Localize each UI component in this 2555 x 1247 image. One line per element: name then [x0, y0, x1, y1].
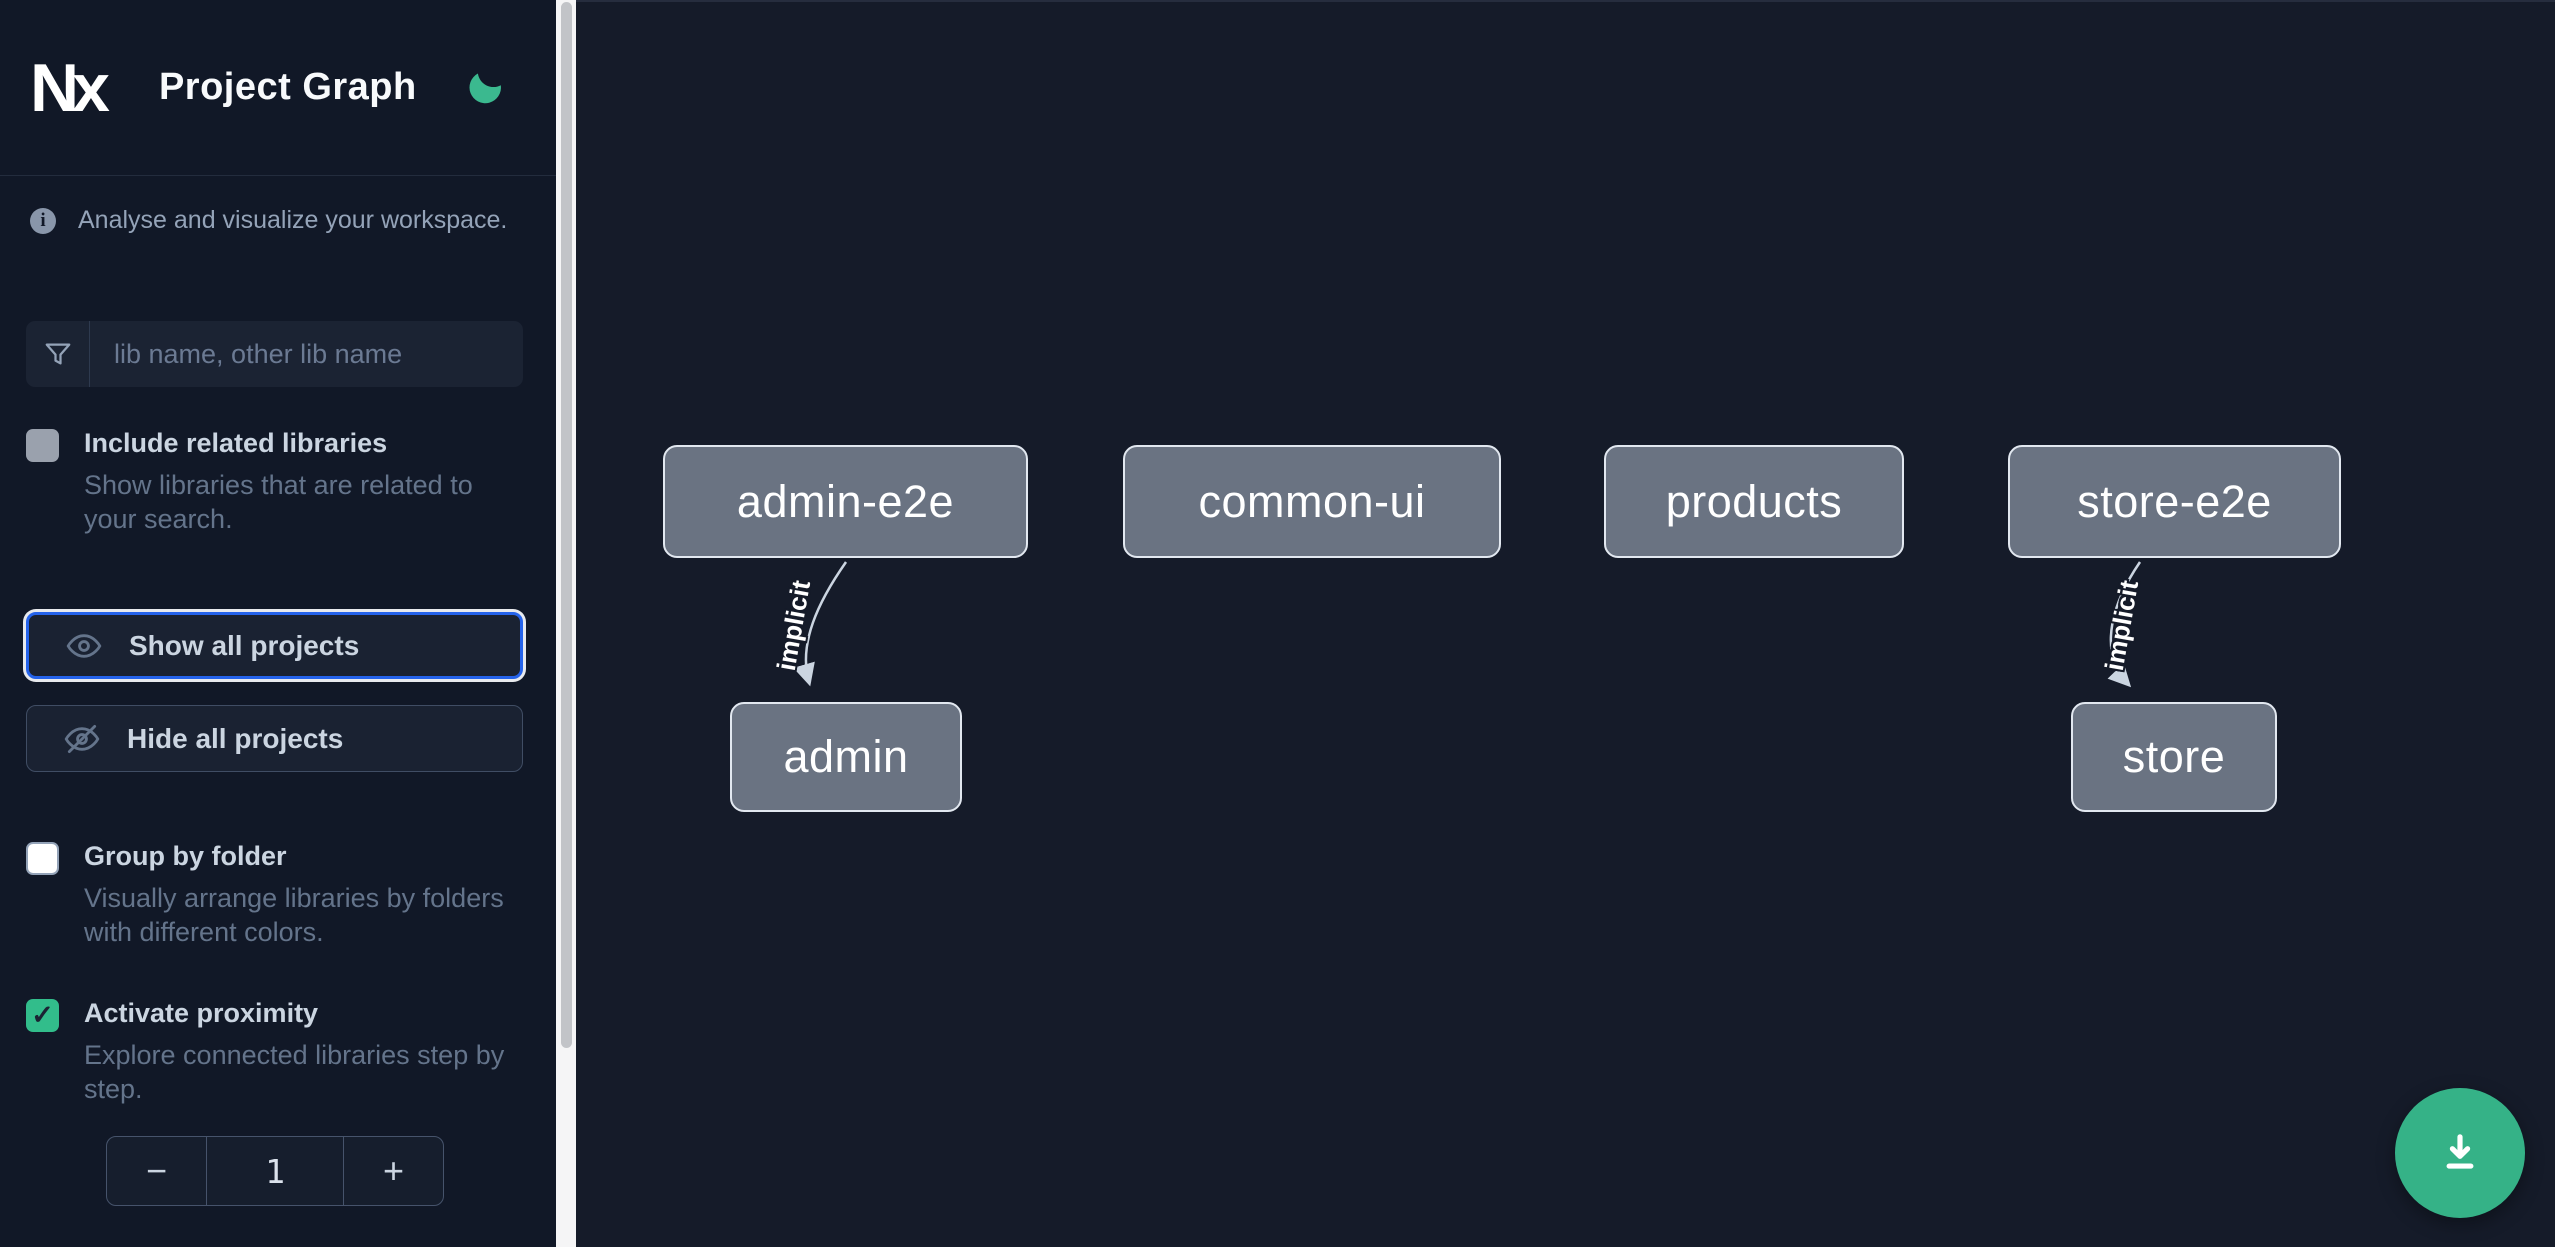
proximity-depth-stepper: − 1 + [106, 1136, 444, 1206]
hide-all-projects-label: Hide all projects [127, 722, 344, 754]
nx-logo: Nx [30, 49, 110, 126]
project-node-common-ui[interactable]: common-ui [1123, 445, 1501, 558]
page-title: Project Graph [158, 66, 417, 108]
group-by-folder-toggle: Group by folder Visually arrange librari… [26, 840, 530, 949]
project-node-admin-e2e[interactable]: admin-e2e [663, 445, 1028, 558]
hide-all-projects-button[interactable]: Hide all projects [26, 705, 523, 772]
include-related-label: Include related libraries [84, 428, 388, 458]
activate-proximity-checkbox[interactable]: ✓ [26, 999, 59, 1032]
app-header: Nx Project Graph [0, 0, 556, 176]
download-icon [2434, 1126, 2486, 1181]
project-node-store-e2e[interactable]: store-e2e [2008, 445, 2341, 558]
project-node-store[interactable]: store [2071, 702, 2277, 812]
sidebar: Nx Project Graph i Analyse and visualize… [0, 0, 556, 1247]
theme-toggle-button[interactable] [465, 65, 507, 110]
stepper-increment-button[interactable]: + [344, 1137, 443, 1205]
activate-proximity-toggle: ✓ Activate proximity Explore connected l… [26, 997, 530, 1106]
include-related-description: Show libraries that are related to your … [84, 470, 473, 534]
moon-icon [465, 65, 507, 110]
filter-funnel-icon [26, 321, 90, 387]
eye-icon [65, 627, 103, 665]
edge-store-e2e-to-store[interactable] [2107, 561, 2142, 688]
edge-admin-e2e-to-admin[interactable] [793, 561, 848, 687]
project-node-products[interactable]: products [1604, 445, 1904, 558]
group-by-folder-label: Group by folder [84, 841, 287, 871]
download-graph-button[interactable] [2395, 1088, 2525, 1218]
info-icon: i [30, 207, 56, 234]
stepper-value[interactable]: 1 [206, 1137, 344, 1205]
eye-off-icon [63, 720, 101, 758]
include-related-toggle: Include related libraries Show libraries… [26, 427, 530, 536]
sidebar-scrollbar-thumb[interactable] [561, 2, 572, 1048]
workspace-info: i Analyse and visualize your workspace. [30, 206, 526, 235]
group-by-folder-checkbox[interactable] [26, 842, 59, 875]
stepper-decrement-button[interactable]: − [107, 1137, 206, 1205]
info-text: Analyse and visualize your workspace. [78, 206, 508, 234]
show-all-projects-label: Show all projects [129, 629, 360, 661]
show-all-projects-button[interactable]: Show all projects [26, 612, 523, 679]
dependency-edges [793, 561, 2142, 688]
sidebar-scrollbar-track[interactable] [556, 0, 576, 1247]
activate-proximity-description: Explore connected libraries step by step… [84, 1040, 505, 1104]
search-box [26, 321, 523, 387]
include-related-checkbox[interactable] [26, 429, 59, 462]
search-input[interactable] [90, 321, 523, 387]
group-by-folder-description: Visually arrange libraries by folders wi… [84, 883, 504, 947]
project-node-admin[interactable]: admin [730, 702, 962, 812]
project-graph-canvas[interactable]: implicit implicit admin-e2e common-ui pr… [576, 0, 2555, 1247]
activate-proximity-label: Activate proximity [84, 998, 319, 1028]
